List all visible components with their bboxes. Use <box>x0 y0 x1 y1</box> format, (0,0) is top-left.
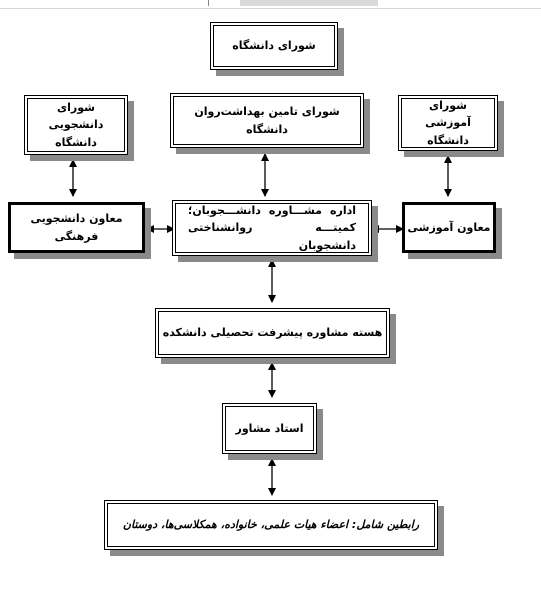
vp-student-culture-label: معاون دانشجویی فرهنگی <box>30 212 123 243</box>
window-top-border <box>0 0 541 9</box>
education-council-box: شورای آموزشی دانشگاه <box>398 95 498 151</box>
vp-education-box: معاون آموزشی <box>402 202 496 253</box>
counseling-office-box: اداره مشـــاوره دانشـــجوبان؛ کمیتـــه ر… <box>172 200 372 256</box>
faculty-counseling-core-label: هسته مشاوره پیشرفت تحصیلی دانشکده <box>162 326 383 340</box>
liaisons-label: رابطین شامل: اعضاء هیات علمی، خانواده، ه… <box>122 518 420 532</box>
liaisons-box: رابطین شامل: اعضاء هیات علمی، خانواده، ه… <box>104 500 438 550</box>
advisor-box: استاد مشاور <box>222 403 317 454</box>
university-council-box: شورای دانشگاه <box>210 22 338 70</box>
vp-education-label: معاون آموزشی <box>407 220 491 234</box>
students-council-label: شورای دانشجویی دانشگاه <box>48 101 104 149</box>
vp-student-culture-box: معاون دانشجویی فرهنگی <box>8 202 145 253</box>
mental-health-council-box: شورای تامین بهداشت‌روان دانشگاه <box>170 93 364 148</box>
counseling-office-label: اداره مشـــاوره دانشـــجوبان؛ کمیتـــه ر… <box>188 204 356 252</box>
toolbar-separator <box>208 0 209 6</box>
faculty-counseling-core-box: هسته مشاوره پیشرفت تحصیلی دانشکده <box>155 308 390 358</box>
education-council-label: شورای آموزشی دانشگاه <box>425 99 471 147</box>
mental-health-council-label: شورای تامین بهداشت‌روان دانشگاه <box>194 105 340 136</box>
advisor-label: استاد مشاور <box>235 421 304 435</box>
university-council-label: شورای دانشگاه <box>232 39 316 53</box>
toolbar-tab[interactable] <box>240 0 378 6</box>
students-council-box: شورای دانشجویی دانشگاه <box>24 95 128 155</box>
